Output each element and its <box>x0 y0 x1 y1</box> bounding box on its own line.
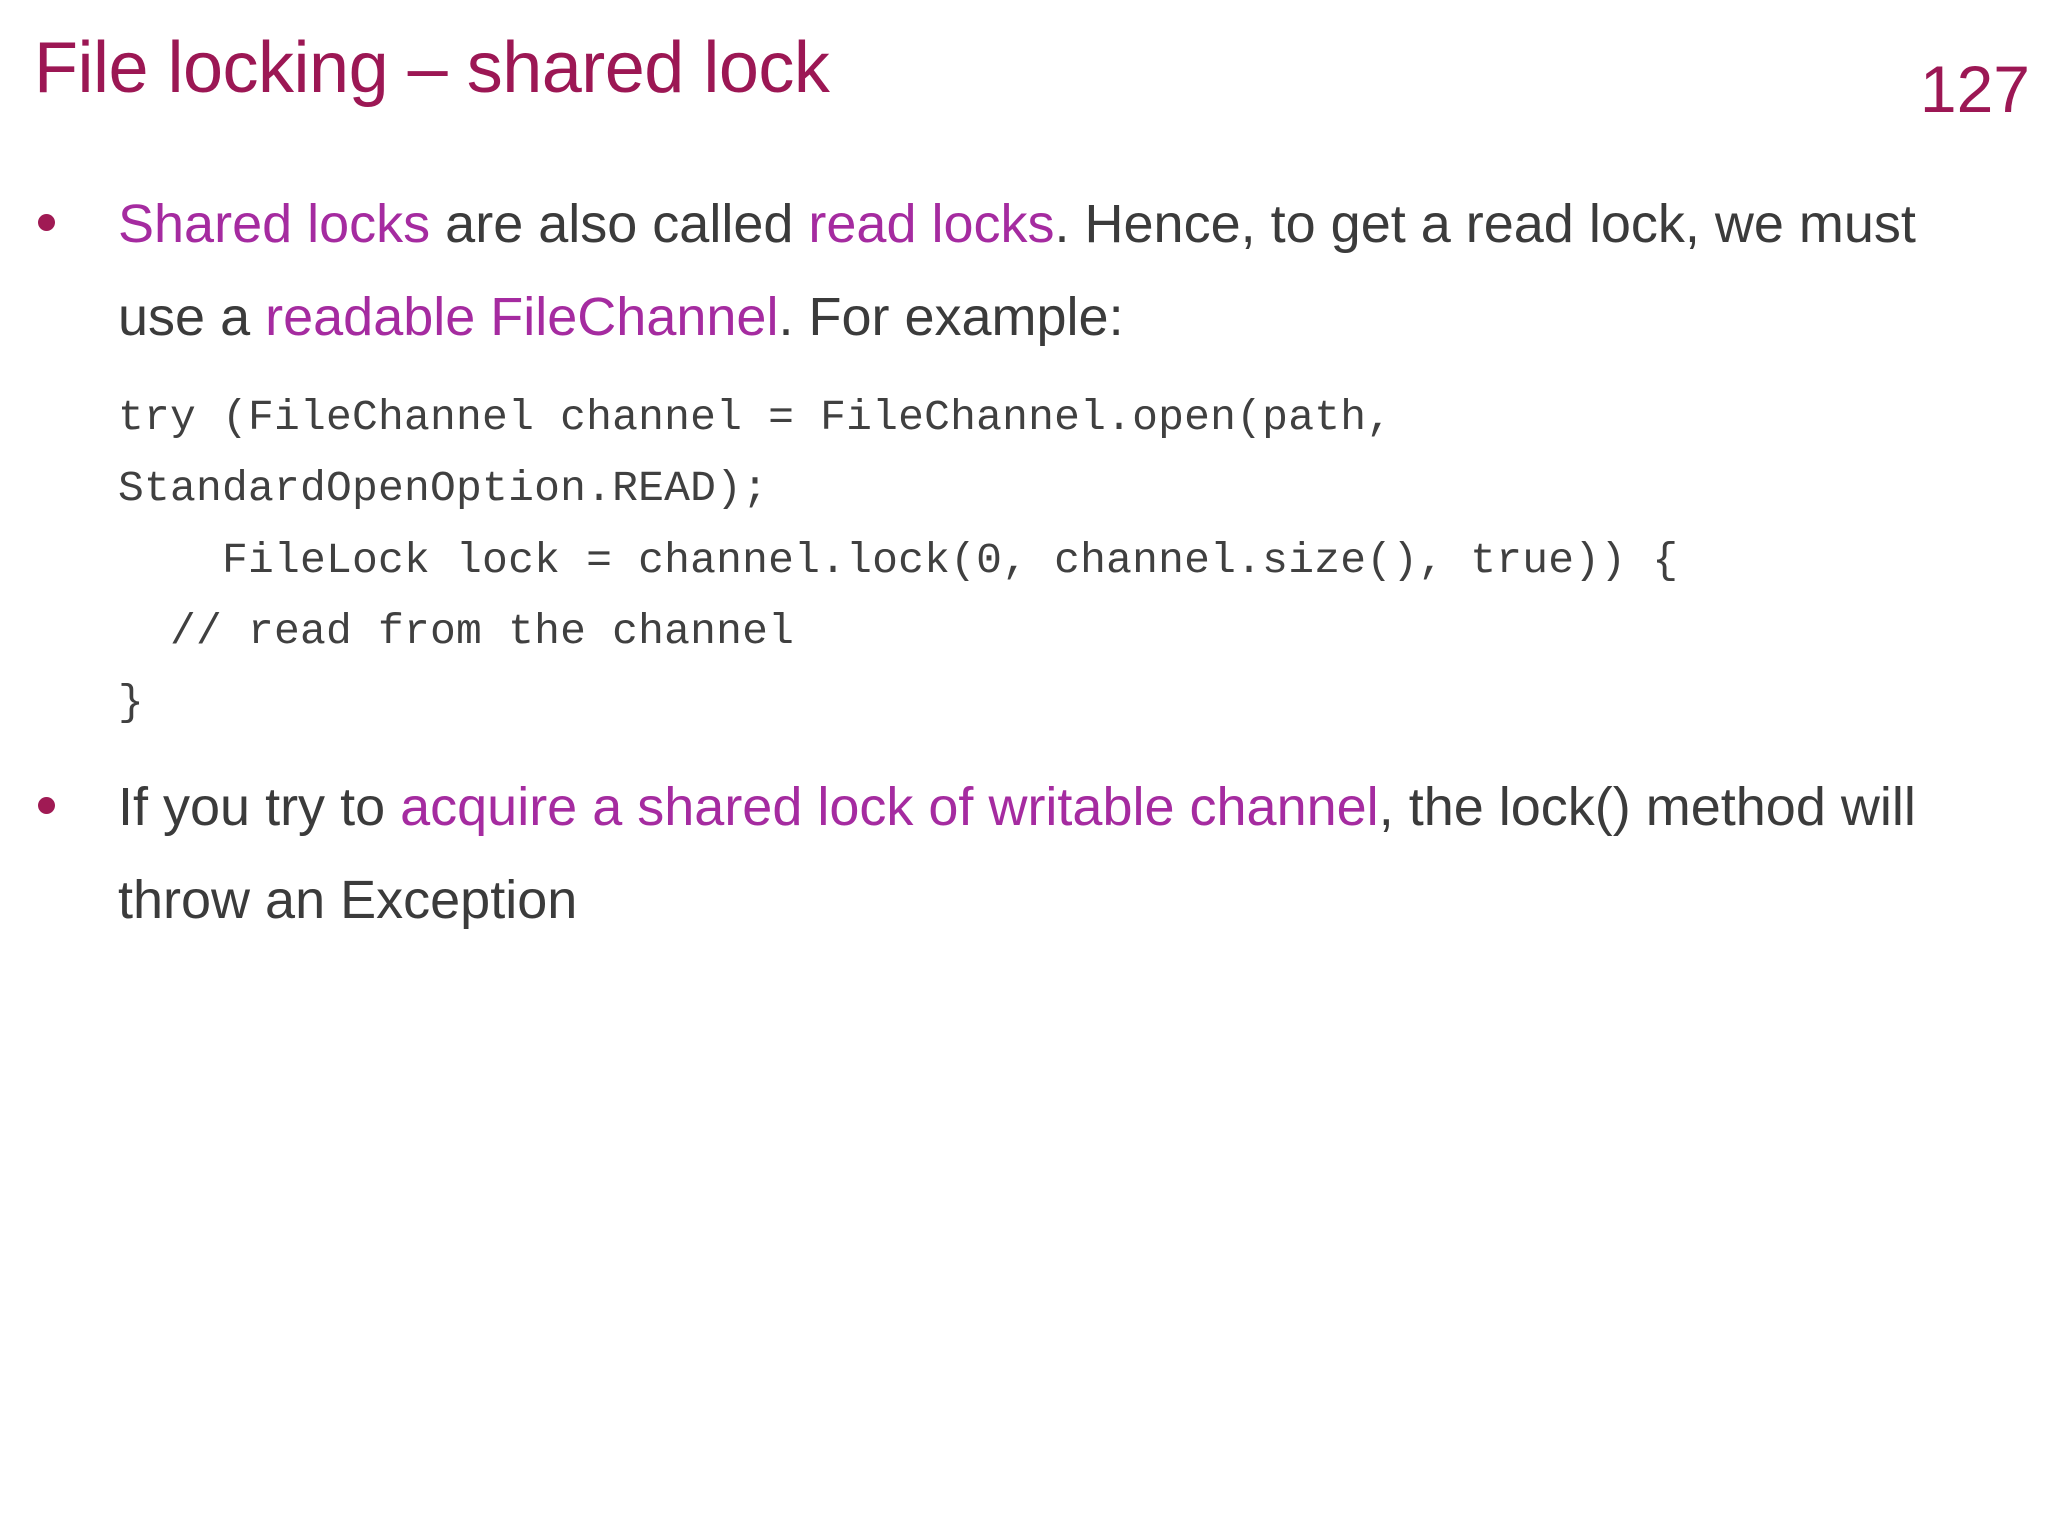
bullet-dot-icon <box>38 214 55 231</box>
code-line: } <box>118 678 145 728</box>
bullet-dot-icon <box>38 796 55 814</box>
code-line: try (FileChannel channel = FileChannel.o… <box>118 392 1393 442</box>
highlighted-run: read locks <box>808 194 1055 254</box>
bullet-item-2: If you try to acquire a shared lock of w… <box>0 761 2048 947</box>
slide-body: Shared locks are also called read locks.… <box>0 178 2048 1536</box>
bullet-item-1: Shared locks are also called read locks.… <box>0 178 2048 364</box>
code-line: // read from the channel <box>118 606 795 656</box>
highlighted-run: acquire a shared lock of writable channe… <box>400 776 1379 837</box>
highlighted-run: readable FileChannel <box>265 286 779 347</box>
text-run: , the lock() method will throw an Except… <box>118 776 1916 930</box>
text-run: . For example: <box>778 286 1124 347</box>
text-run: are also called <box>430 194 809 254</box>
page-number: 127 <box>1919 52 2030 126</box>
code-block: try (FileChannel channel = FileChannel.o… <box>0 382 2048 739</box>
code-line: FileLock lock = channel.lock(0, channel.… <box>118 535 1679 585</box>
code-line: StandardOpenOption.READ); <box>118 464 769 514</box>
bullet-text-1: Shared locks are also called read locks.… <box>118 178 1928 364</box>
text-run: If you try to <box>118 776 401 837</box>
page-title: File locking – shared lock <box>34 28 830 108</box>
highlighted-run: Shared locks <box>118 194 431 254</box>
text-run: . Hence, to get a read lock, we must use… <box>118 194 1916 347</box>
bullet-text-2: If you try to acquire a shared lock of w… <box>118 761 1928 947</box>
